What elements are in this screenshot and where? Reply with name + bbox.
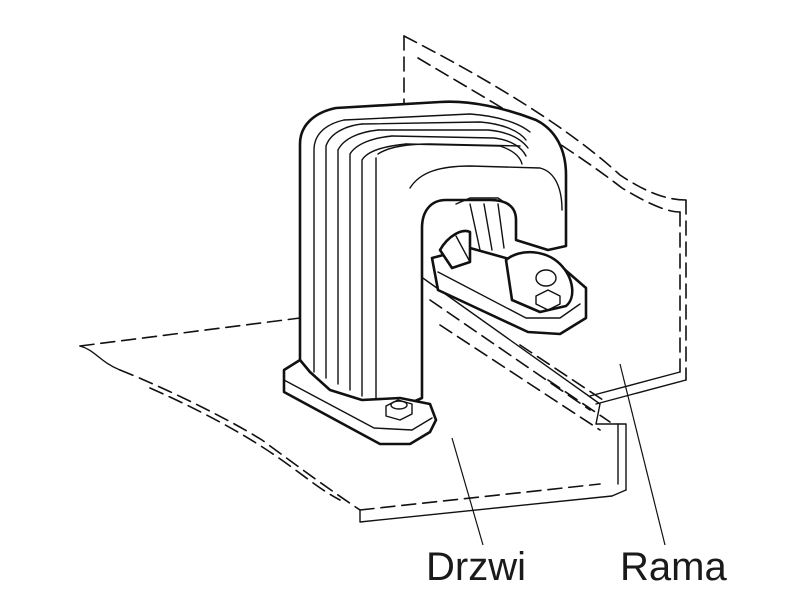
leader-lines	[451, 363, 666, 546]
frame-label: Rama	[620, 545, 727, 589]
frame-leader-line	[619, 363, 666, 546]
frame-panel	[403, 35, 687, 405]
door-panel	[79, 317, 613, 523]
hinge-arm	[298, 100, 568, 414]
rear-mount	[430, 229, 588, 336]
door-leader-line	[451, 437, 484, 546]
door-label: Drzwi	[426, 545, 526, 589]
frame-channel	[419, 275, 627, 497]
door-base-plate	[282, 358, 438, 446]
